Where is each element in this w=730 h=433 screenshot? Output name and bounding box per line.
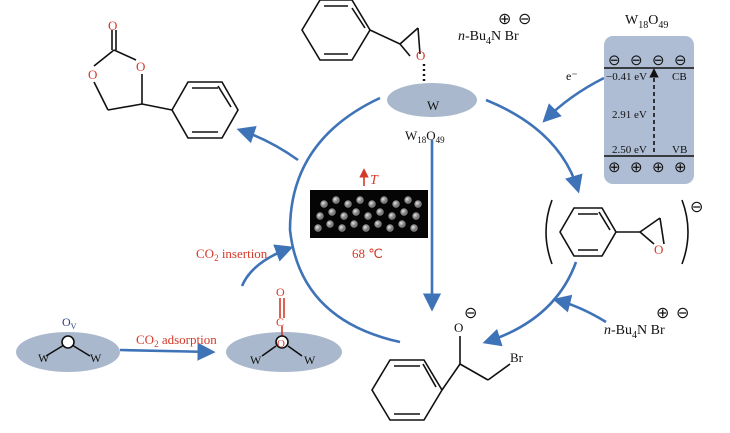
adsorbed-w-right: W — [304, 353, 316, 367]
co2-c: C — [276, 315, 284, 329]
vacancy-w-left: W — [38, 351, 50, 365]
svg-text:⊖: ⊖ — [674, 53, 687, 69]
svg-text:⊖: ⊖ — [652, 53, 665, 69]
epoxide-oxygen: O — [416, 48, 425, 63]
reagent-top-cation-charge: ⊕ — [498, 11, 511, 28]
cycle-arc-top-right — [485, 98, 583, 194]
oxygen-vacancy-label: OV — [62, 315, 77, 331]
adsorbed-co2-bonds — [261, 335, 303, 357]
vacancy-site — [45, 335, 91, 357]
temperature-value: 68 ℃ — [352, 246, 383, 261]
temperature-symbol: T — [370, 173, 379, 188]
svg-text:⊕: ⊕ — [674, 160, 687, 176]
cyclic-carbonate-product — [93, 30, 239, 139]
adsorbed-co2-surface — [226, 332, 342, 372]
vb-label: VB — [672, 144, 687, 156]
reagent-top: n-Bu4N Br — [458, 29, 519, 47]
styrene-oxide-on-catalyst — [301, 0, 421, 61]
reagent-top-anion-charge: ⊖ — [518, 11, 531, 28]
svg-text:⊕: ⊕ — [652, 160, 665, 176]
cycle-arc-bottom-left — [288, 96, 401, 344]
reagent-bottom-anion-charge: ⊖ — [676, 305, 689, 322]
radical-anion-o: O — [654, 242, 663, 257]
catalyst-w-vertex: W — [427, 98, 440, 113]
carbonate-o-right: O — [136, 59, 145, 74]
co2-o-bottom: O — [277, 338, 285, 350]
svg-text:⊕: ⊕ — [630, 160, 643, 176]
adsorbed-co2 — [279, 298, 285, 336]
adsorbed-w-left: W — [250, 353, 262, 367]
svg-text:⊖: ⊖ — [608, 53, 621, 69]
svg-text:⊕: ⊕ — [608, 160, 621, 176]
reagent-addition-arrow — [552, 294, 607, 324]
cb-electrons: ⊖ ⊖ ⊖ ⊖ — [608, 53, 687, 69]
radical-anion-charge: ⊖ — [690, 199, 703, 216]
co2-insertion-label: CO2 insertion — [196, 246, 268, 263]
cycle-arc-right-bottom — [482, 261, 578, 347]
electron-label: e⁻ — [566, 69, 578, 83]
alkoxide-br: Br — [510, 350, 524, 365]
svg-text:⊖: ⊖ — [630, 53, 643, 69]
gap-energy: 2.91 eV — [612, 109, 647, 121]
bromo-alkoxide-intermediate — [371, 336, 511, 421]
epoxide-radical-anion — [545, 199, 689, 265]
carbonate-o-left: O — [88, 67, 97, 82]
alkoxide-charge: ⊖ — [464, 305, 477, 322]
catalyst-surface-top — [387, 83, 477, 117]
carbonate-o-top: O — [108, 18, 117, 33]
co2-adsorption-label: CO2 adsorption — [136, 332, 217, 349]
cycle-arc-to-carbonate — [236, 125, 299, 162]
co2-adsorption-arrow — [119, 342, 216, 361]
catalyst-name: W18O49 — [405, 128, 445, 145]
vacancy-w-right: W — [90, 351, 102, 365]
electron-transfer-arrow — [542, 76, 605, 123]
alkoxide-o: O — [454, 320, 463, 335]
co2-o-top: O — [276, 285, 285, 299]
cb-label: CB — [672, 71, 687, 83]
co2-insertion-arrow — [240, 244, 294, 287]
vb-energy: 2.50 eV — [612, 144, 647, 156]
reagent-bottom: n-Bu4N Br — [604, 323, 665, 341]
band-diagram-box — [604, 36, 694, 184]
band-diagram-title: W18O49 — [625, 13, 668, 31]
catalytic-cycle — [119, 76, 607, 361]
vacancy-surface — [16, 332, 120, 372]
vb-holes: ⊕ ⊕ ⊕ ⊕ — [608, 160, 687, 176]
graphene-lattice — [314, 196, 422, 232]
cb-energy: −0.41 eV — [606, 71, 647, 83]
reagent-bottom-cation-charge: ⊕ — [656, 305, 669, 322]
